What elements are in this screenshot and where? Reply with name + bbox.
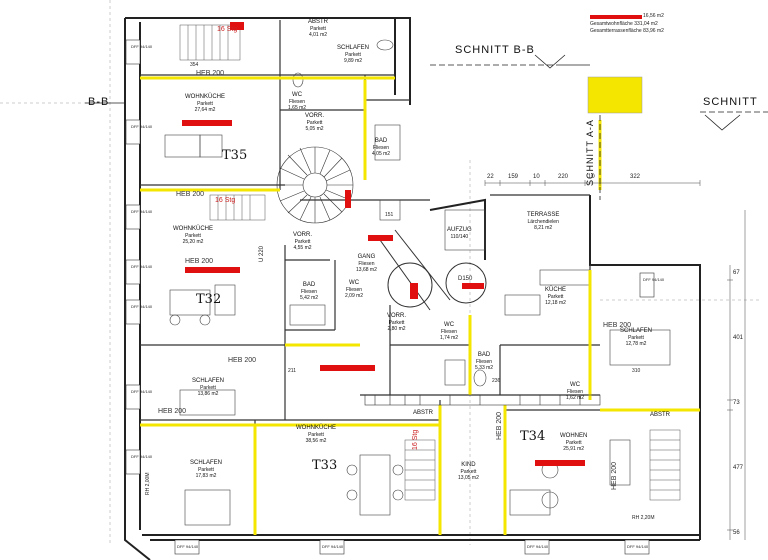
beam-label: HEB 200: [196, 70, 225, 77]
legend-total: 16,56 m2: [643, 13, 664, 19]
room-label: ABSTR: [413, 410, 434, 416]
dimension-text: 73: [733, 400, 740, 406]
unit-label: T32: [196, 292, 222, 307]
dimension-text: 354: [190, 62, 199, 68]
unit-label: T34: [520, 429, 546, 444]
roof-window-label: DFF 94/140: [322, 544, 344, 549]
room-label: ABSTR: [650, 412, 671, 418]
beam-label: HEB 200: [496, 411, 503, 440]
section-right: SCHNITT: [703, 96, 758, 108]
dimension-text: 10: [533, 174, 540, 180]
dimension-text: 10: [588, 174, 595, 180]
roof-window-label: DFF 94/140: [627, 544, 649, 549]
beam-label: HEB 200: [603, 322, 632, 329]
dimension-text: 220: [558, 174, 569, 180]
dimension-lines: [484, 180, 746, 540]
beam-label: HEB 200: [185, 258, 214, 265]
dimension-text: 322: [630, 174, 641, 180]
dimension-text: 477: [733, 465, 744, 471]
yellow-highlights: [140, 76, 700, 535]
dimension-text: 159: [508, 174, 519, 180]
section-b-left: B-B: [88, 96, 110, 108]
stair-core: [276, 146, 354, 224]
roof-window-label: DFF 94/140: [131, 454, 153, 459]
unit-label: T33: [312, 458, 338, 473]
dimension-text: 67: [733, 270, 740, 276]
beam-label: HEB 200: [176, 191, 205, 198]
stair-steps: 16 Stg: [215, 197, 236, 204]
stair-steps: 16 Stg: [217, 26, 238, 33]
beam-label: HEB 200: [611, 461, 618, 490]
dimension-text: 310: [632, 368, 641, 374]
legend-terrace-area: Gesamtterrassenfläche 83,96 m2: [590, 28, 664, 34]
roof-window-label: DFF 94/140: [131, 264, 153, 269]
terrace-railing: [364, 394, 601, 406]
furniture: [164, 39, 671, 526]
pipe-label: U 220: [259, 245, 265, 262]
dimension-text: 22: [487, 174, 494, 180]
unit-label: T35: [222, 148, 248, 163]
roof-window-label: DFF 94/140: [177, 544, 199, 549]
roof-window-label: DFF 94/140: [131, 124, 153, 129]
roof-window-label: DFF 94/140: [131, 304, 153, 309]
dimension-text: 151: [385, 212, 394, 218]
roof-window-label: DFF 94/140: [643, 277, 665, 282]
dimension-text: 236: [492, 378, 501, 384]
roof-window-label: DFF 94/140: [131, 389, 153, 394]
windows: [125, 39, 655, 555]
red-wall-marks: [182, 15, 642, 466]
legend-living-area: Gesamtwohnfläche 331,04 m2: [590, 21, 658, 27]
dimension-text: 56: [733, 530, 740, 536]
section-markers: [85, 54, 768, 200]
shaft-diameter: D150: [458, 276, 473, 282]
yellow-legend-swatch: [587, 76, 643, 114]
stair-steps: 16 Stg: [412, 429, 419, 450]
dimension-text: 401: [733, 335, 744, 341]
corridor-diagonal: [379, 229, 487, 311]
roof-window-label: DFF 94/140: [527, 544, 549, 549]
section-b-top: SCHNITT B-B: [455, 44, 535, 56]
room-height: RH 2,00M: [145, 472, 151, 495]
room-height: RH 2,20M: [632, 515, 655, 521]
dimension-text: 211: [288, 368, 296, 374]
roof-window-label: DFF 94/140: [131, 209, 153, 214]
beam-label: HEB 200: [228, 357, 257, 364]
small-stairs: [179, 24, 681, 501]
roof-window-label: DFF 94/140: [131, 44, 153, 49]
beam-label: HEB 200: [158, 408, 187, 415]
